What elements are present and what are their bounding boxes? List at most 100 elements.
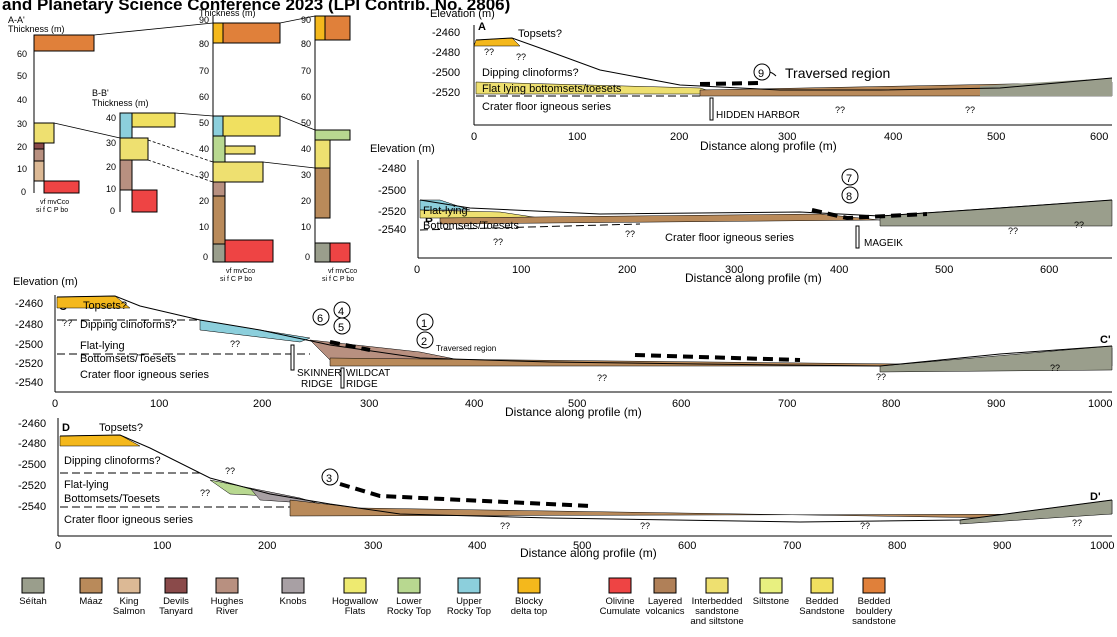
legend-label: Cumulate <box>600 606 641 617</box>
svg-text:70: 70 <box>301 66 311 76</box>
svg-text:Crater floor igneous series: Crater floor igneous series <box>665 232 795 244</box>
svg-text:90: 90 <box>301 15 311 25</box>
svg-text:Bottomsets/Toesets: Bottomsets/Toesets <box>80 353 176 365</box>
svg-text:500: 500 <box>568 398 586 410</box>
svg-text:0: 0 <box>471 131 477 143</box>
svg-text:300: 300 <box>725 264 743 276</box>
svg-text:1000: 1000 <box>1088 398 1112 410</box>
legend-swatch <box>397 577 421 594</box>
legend-label: Siltstone <box>753 596 789 607</box>
svg-text:100: 100 <box>512 264 530 276</box>
svg-text:Crater floor igneous series: Crater floor igneous series <box>80 369 210 381</box>
svg-text:-2520: -2520 <box>18 480 46 492</box>
svg-text:si f C P bo: si f C P bo <box>36 207 68 214</box>
svg-text:30: 30 <box>17 119 27 129</box>
svg-text:Distance along profile (m): Distance along profile (m) <box>685 271 822 285</box>
svg-text:Elevation (m): Elevation (m) <box>370 143 435 155</box>
svg-text:200: 200 <box>618 264 636 276</box>
svg-text:20: 20 <box>199 196 209 206</box>
svg-text:??: ?? <box>200 488 210 498</box>
svg-text:1: 1 <box>421 318 427 330</box>
profile-d: D D' -2460 -2480 -2500 -2520 -2540 0 100… <box>18 418 1114 560</box>
svg-text:??: ?? <box>876 372 886 382</box>
legend-label: Sandstone <box>799 606 844 617</box>
svg-text:30: 30 <box>106 138 116 148</box>
svg-text:RIDGE: RIDGE <box>301 379 333 390</box>
svg-text:-2460: -2460 <box>18 418 46 430</box>
svg-text:??: ?? <box>1008 226 1018 236</box>
svg-text:MAGEIK: MAGEIK <box>864 238 903 249</box>
svg-text:Distance along profile (m): Distance along profile (m) <box>700 139 837 153</box>
svg-text:??: ?? <box>62 318 72 328</box>
svg-text:80: 80 <box>301 39 311 49</box>
legend-swatch <box>705 577 729 594</box>
svg-text:7: 7 <box>846 173 852 185</box>
svg-text:-2480: -2480 <box>18 438 46 450</box>
svg-text:8: 8 <box>846 191 852 203</box>
svg-text:??: ?? <box>493 237 503 247</box>
legend-swatch <box>343 577 367 594</box>
legend-label: Devils <box>163 596 189 607</box>
svg-text:Bottomsets/Toesets: Bottomsets/Toesets <box>64 493 160 505</box>
legend-swatch <box>215 577 239 594</box>
svg-text:Flat lying bottomsets/toesets: Flat lying bottomsets/toesets <box>482 83 622 95</box>
svg-text:B: B <box>425 213 433 225</box>
svg-text:A: A <box>478 21 486 33</box>
legend-label: Bedded <box>858 596 891 607</box>
svg-text:Bottomsets/Toesets: Bottomsets/Toesets <box>423 220 519 232</box>
svg-text:-2480: -2480 <box>432 47 460 59</box>
legend-label: volcanics <box>645 606 684 617</box>
svg-text:??: ?? <box>225 466 235 476</box>
svg-text:-2540: -2540 <box>18 501 46 513</box>
svg-text:300: 300 <box>364 540 382 552</box>
svg-text:50: 50 <box>301 118 311 128</box>
legend-label: Lower <box>396 596 422 607</box>
legend-swatch <box>457 577 481 594</box>
svg-text:100: 100 <box>153 540 171 552</box>
legend-label: sandstone <box>852 616 896 627</box>
svg-text:??: ?? <box>1074 220 1084 230</box>
svg-text:0: 0 <box>305 252 310 262</box>
svg-text:60: 60 <box>199 92 209 102</box>
legend-swatch <box>862 577 886 594</box>
svg-text:900: 900 <box>993 540 1011 552</box>
svg-text:??: ?? <box>484 47 494 57</box>
svg-text:70: 70 <box>199 66 209 76</box>
legend-label: Rocky Top <box>447 606 491 617</box>
svg-text:HIDDEN HARBOR: HIDDEN HARBOR <box>716 110 800 121</box>
svg-text:-2460: -2460 <box>15 298 43 310</box>
col2-thickness: Thickness (m) <box>92 98 149 108</box>
legend-label: Layered <box>648 596 682 607</box>
svg-text:-2480: -2480 <box>15 319 43 331</box>
legend-swatch <box>608 577 632 594</box>
legend-label: Hughes <box>211 596 244 607</box>
profile-b: Elevation (m) B B' -2480 -2500 -2520 -25… <box>370 143 1113 285</box>
legend-label: River <box>216 606 238 617</box>
col1-thickness: Thickness (m) <box>8 24 65 34</box>
svg-text:800: 800 <box>888 540 906 552</box>
svg-text:200: 200 <box>670 131 688 143</box>
svg-text:10: 10 <box>17 164 27 174</box>
svg-text:Elevation (m): Elevation (m) <box>430 8 495 20</box>
legend-label: Bedded <box>806 596 839 607</box>
svg-text:6: 6 <box>317 313 323 325</box>
col1-ticks: 60 50 40 30 20 10 0 <box>17 49 27 197</box>
svg-text:400: 400 <box>884 131 902 143</box>
svg-text:C': C' <box>1100 334 1111 346</box>
legend-label: Knobs <box>280 596 307 607</box>
svg-text:-2500: -2500 <box>18 459 46 471</box>
svg-text:400: 400 <box>830 264 848 276</box>
svg-text:700: 700 <box>778 398 796 410</box>
svg-text:Traversed region: Traversed region <box>436 344 496 353</box>
header-title: and Planetary Science Conference 2023 (L… <box>2 0 510 14</box>
svg-text:500: 500 <box>935 264 953 276</box>
svg-text:Dipping clinoforms?: Dipping clinoforms? <box>64 455 161 467</box>
svg-text:??: ?? <box>597 373 607 383</box>
svg-text:20: 20 <box>17 142 27 152</box>
profile-c: Elevation (m) C C' -2460 -2480 -2500 -25… <box>13 276 1112 419</box>
legend-label: Flats <box>345 606 366 617</box>
profile-a: Elevation (m) A A' -2460 -2480 -2500 -25… <box>430 8 1113 153</box>
svg-text:300: 300 <box>360 398 378 410</box>
svg-text:20: 20 <box>301 196 311 206</box>
